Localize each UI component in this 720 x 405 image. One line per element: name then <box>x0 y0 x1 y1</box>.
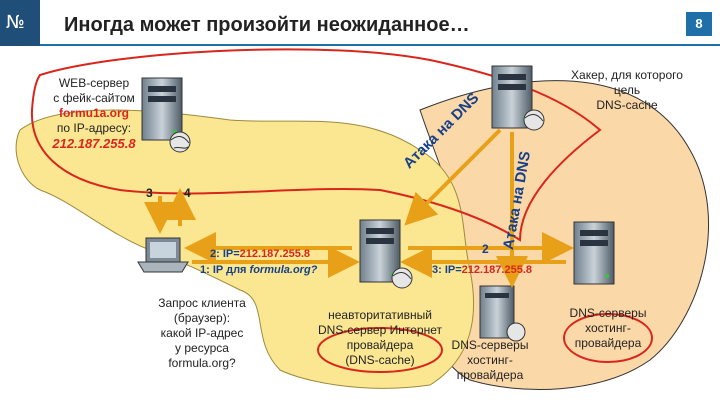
step3-label: 3: IP=212.187.255.8 <box>432 264 532 276</box>
web-server-ip: 212.187.255.8 <box>52 136 136 151</box>
client-line1: Запрос клиента <box>158 296 246 310</box>
web-server-line3: по IP-адресу: <box>56 121 132 135</box>
arrow-3-label: 3 <box>146 186 153 200</box>
step1-label: 1: IP для formula.org? <box>200 264 317 276</box>
hosting-mid-line1: DNS-серверы <box>451 338 529 352</box>
web-server-label: WEB-сервер с фейк-сайтом formu1a.org по … <box>36 76 152 152</box>
hosting-dns-server-right-icon <box>573 221 615 285</box>
network-diagram <box>15 48 710 390</box>
nonauth-line2: DNS-сервер Интернет <box>318 323 442 337</box>
laptop-icon <box>137 237 189 273</box>
web-server-icon <box>141 77 183 141</box>
hosting-mid-line2: хостинг- <box>467 353 513 367</box>
arrow-4-label: 4 <box>184 186 191 200</box>
web-server-line2: с фейк-сайтом <box>53 91 135 105</box>
hacker-line1: Хакер, для которого <box>571 68 683 82</box>
step2-prefix: 2: IP= <box>210 248 240 260</box>
hacker-line3: DNS-cache <box>596 98 658 112</box>
step2b-label: 2 <box>482 242 489 256</box>
logo: № <box>0 0 40 46</box>
step3-ip: 212.187.255.8 <box>461 264 533 276</box>
slide-number: 8 <box>686 12 712 36</box>
client-line5: formula.org? <box>168 356 236 370</box>
attack-arrow-1 <box>404 128 502 226</box>
hosting-globe-mid-icon <box>506 322 526 342</box>
nonauth-highlight <box>317 327 443 373</box>
page-title: Иногда может произойти неожиданное… <box>64 14 470 36</box>
logo-symbol: № <box>6 12 25 33</box>
nonauth-line4: (DNS-cache) <box>345 353 415 367</box>
client-line4: у ресурса <box>175 341 229 355</box>
web-server-site: formu1a.org <box>58 106 129 120</box>
step3-prefix: 3: IP= <box>432 264 462 276</box>
hosting-right-label: DNS-серверы хостинг- провайдера <box>558 306 658 351</box>
hacker-label: Хакер, для которого цель DNS-cache <box>552 68 702 113</box>
nonauth-globe-icon <box>391 267 413 289</box>
hosting-right-line3: провайдера <box>574 336 642 350</box>
hosting-highlight <box>563 313 653 363</box>
step2-ip: 212.187.255.8 <box>239 248 311 260</box>
client-line2: (браузер): <box>173 311 231 325</box>
hosting-right-line2: хостинг- <box>585 321 631 335</box>
hosting-mid-line3: провайдера <box>456 368 524 382</box>
attack-zone-outline <box>30 48 602 242</box>
nonauth-line1: неавторитативный <box>328 308 432 322</box>
client-line3: какой IP-адрес <box>160 326 244 340</box>
step2-label: 2: IP=212.187.255.8 <box>210 248 310 260</box>
step1-site: formula.org? <box>249 264 318 276</box>
client-label: Запрос клиента (браузер): какой IP-адрес… <box>142 296 262 371</box>
nonauth-line3: провайдера <box>346 338 414 352</box>
web-globe-icon <box>169 131 191 153</box>
header-divider <box>40 44 720 46</box>
nonauth-label: неавторитативный DNS-сервер Интернет про… <box>310 308 450 368</box>
web-server-line1: WEB-сервер <box>58 76 130 90</box>
hacker-line2: цель <box>613 83 641 97</box>
hacker-globe-icon <box>523 109 545 131</box>
step1-prefix: 1: IP для <box>200 264 250 276</box>
hosting-right-line1: DNS-серверы <box>569 306 647 320</box>
hosting-mid-label: DNS-серверы хостинг- провайдера <box>440 338 540 383</box>
